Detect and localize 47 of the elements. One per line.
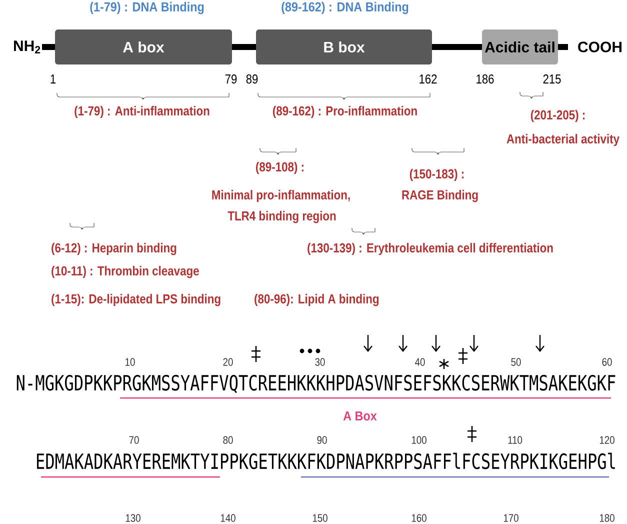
position-number: 70 <box>129 436 139 444</box>
domain-box: B box <box>256 30 432 64</box>
annotation-text: (89-162) : Pro-inflammation <box>273 106 417 118</box>
annotation-text: (89-108) : <box>256 162 304 174</box>
terminus-label: COOH <box>578 42 622 52</box>
sequence-text: N-MGKGDPKKPRGKMSSYAFFVQTCREEHKKKHPDASVNFSEFSKKCSERWKTMSAKEKGKF <box>16 374 616 394</box>
annotation-text: (10-11) : Thrombin cleavage <box>52 266 199 278</box>
position-number: 120 <box>600 436 614 444</box>
residue-number: 79 <box>225 74 237 84</box>
annotation-text: Anti-bacterial activity <box>506 134 620 146</box>
annotation-text: (201-205) : <box>530 110 585 122</box>
annotation-text: (6-12) : Heparin binding <box>52 242 176 256</box>
annotation-text: Minimal pro-inflammation, <box>212 190 350 202</box>
annotation-text: (150-183) : <box>410 168 464 182</box>
annotation-text: (1-79) : DNA Binding <box>90 2 204 14</box>
annotation-text: RAGE Binding <box>402 190 478 202</box>
sequence-text: EDMAKADKARYEREMKTYIPPKGETKKKFKDPNAPKRPPSAFFlFCSEYRPKIKGEHPGl <box>37 452 615 470</box>
residue-number: 162 <box>420 74 437 84</box>
position-number: 50 <box>511 358 521 366</box>
position-number: 170 <box>504 514 518 522</box>
position-number: 110 <box>508 436 522 444</box>
annotation-text: (89-162) : DNA Binding <box>282 2 408 14</box>
domain-box: Acidic tail <box>482 30 558 64</box>
position-number: 130 <box>126 514 140 522</box>
annotation-text: (1-79) : Anti-inflammation <box>74 106 210 118</box>
position-number: 140 <box>220 514 236 522</box>
residue-number: 89 <box>246 74 258 84</box>
residue-number: 1 <box>50 74 56 84</box>
terminus-label: NH$_{2}$ <box>14 40 40 54</box>
position-number: 30 <box>315 358 325 366</box>
domain-box: A box <box>55 30 232 64</box>
residue-number: 186 <box>476 74 494 84</box>
annotation-text: (130-139) : Erythroleukemia cell differentiation <box>308 242 553 256</box>
position-number: 160 <box>412 514 426 522</box>
position-number: 60 <box>602 358 612 366</box>
region-label: A Box <box>343 411 377 421</box>
position-number: 40 <box>415 358 425 366</box>
annotation-text: (1-15): De-lipidated LPS binding <box>52 294 220 306</box>
position-number: 180 <box>600 514 614 522</box>
position-number: 150 <box>312 514 328 522</box>
position-number: 20 <box>223 358 233 366</box>
annotation-text: TLR4 binding region <box>228 210 336 224</box>
position-number: 80 <box>223 436 233 444</box>
position-number: 10 <box>126 358 135 366</box>
position-number: 90 <box>317 436 327 444</box>
annotation-text: (80-96): Lipid A binding <box>254 294 379 306</box>
position-number: 100 <box>412 436 426 444</box>
